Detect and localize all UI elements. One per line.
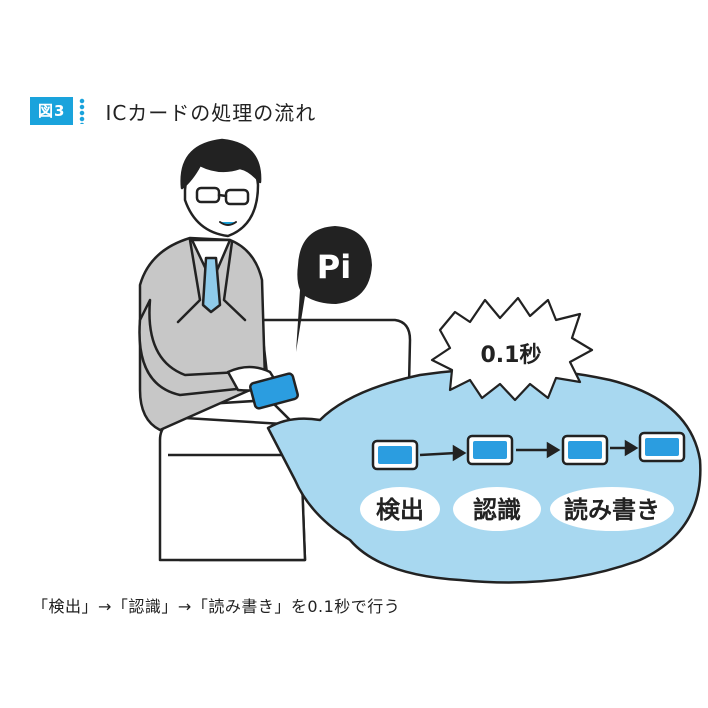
dotted-separator-icon (77, 98, 88, 124)
step-labels: 検出 認識 読み書き (360, 487, 674, 531)
step-label-detect: 検出 (376, 496, 424, 524)
pi-speech-bubble: Pi (296, 226, 372, 352)
arrow-right-icon (452, 444, 467, 462)
figure-title: ICカードの処理の流れ (105, 100, 317, 125)
figure-caption: 「検出」→「認識」→「読み書き」を0.1秒で行う (32, 597, 401, 616)
step-label-recognize: 認識 (473, 496, 521, 524)
ic-card-icon (249, 372, 299, 410)
man-figure (138, 138, 299, 432)
figure-number-badge: 図3 (30, 97, 74, 125)
arrow-right-icon (546, 441, 561, 459)
card-sequence (371, 431, 686, 471)
figure-header: 図3 ICカードの処理の流れ (30, 96, 316, 126)
hair (180, 138, 262, 190)
time-burst: 0.1秒 (430, 296, 594, 402)
time-text: 0.1秒 (481, 343, 542, 368)
arm (138, 298, 248, 397)
necktie-icon (201, 256, 222, 314)
step-label-read-write: 読み書き (564, 496, 660, 524)
pi-sound-text: Pi (317, 248, 351, 286)
arrow-right-icon (624, 439, 639, 457)
